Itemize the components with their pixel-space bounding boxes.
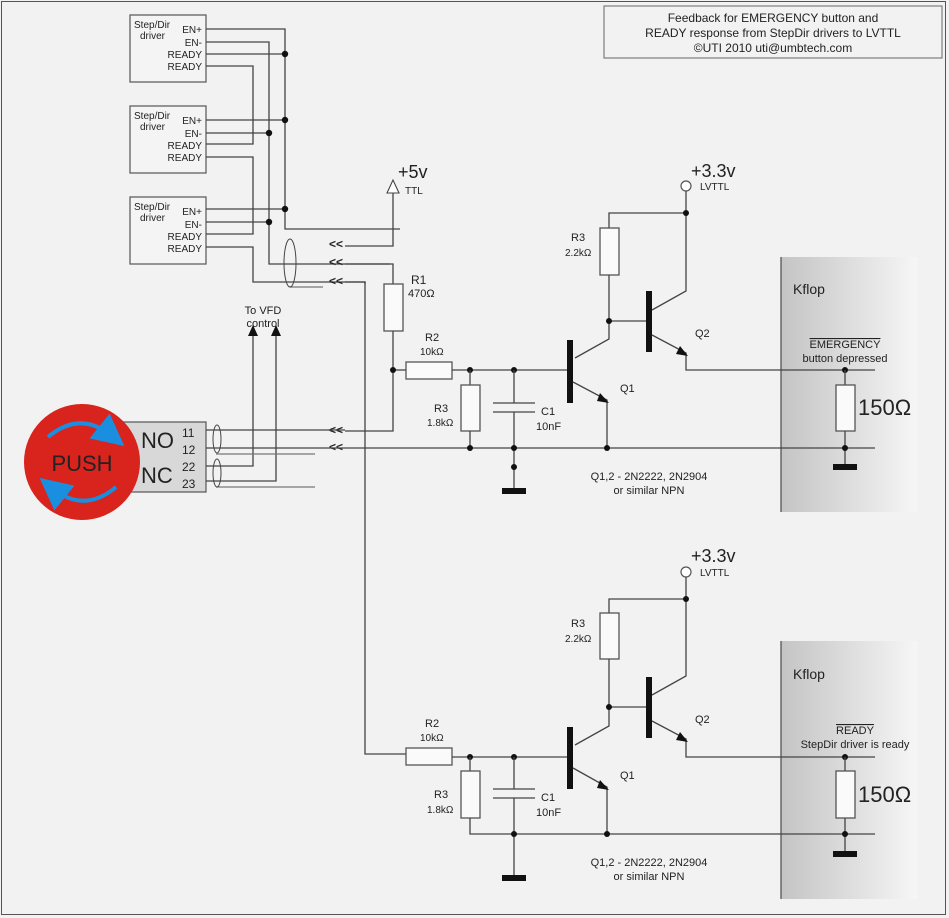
supply-voltage: +3.3v	[691, 546, 736, 566]
pin-label: READY	[168, 50, 203, 61]
c1-value: 10nF	[536, 421, 561, 433]
r2-value: 10kΩ	[420, 733, 444, 744]
resistor-r1: R1 470Ω	[345, 263, 435, 432]
driver-name: driver	[140, 122, 166, 133]
kflop-signal-desc: button depressed	[802, 353, 887, 365]
ground-icon	[502, 488, 526, 494]
c1-name: C1	[541, 406, 555, 418]
svg-text:<<: <<	[329, 440, 343, 454]
pin-12: 12	[182, 443, 196, 457]
driver-name: Step/Dir	[134, 202, 171, 213]
supply-5v: +5v TTL	[345, 162, 428, 247]
driver-name: Step/Dir	[134, 20, 171, 31]
supply-voltage: +3.3v	[691, 161, 736, 181]
connector-chevrons: << << << << <<	[329, 237, 343, 454]
svg-text:<<: <<	[329, 237, 343, 251]
q1-label: Q1	[620, 770, 635, 782]
c1-name: C1	[541, 792, 555, 804]
title-line-3: ©UTI 2010 uti@umbtech.com	[694, 41, 852, 55]
pin-label: EN-	[185, 220, 202, 231]
driver-name: driver	[140, 213, 166, 224]
title-line-1: Feedback for EMERGENCY button and	[668, 11, 879, 25]
kflop-signal: EMERGENCY	[810, 339, 882, 351]
pin-label: EN-	[185, 38, 202, 49]
transistor-note: or similar NPN	[614, 871, 685, 883]
q2-base-bar	[646, 677, 652, 738]
no-label: NO	[141, 428, 174, 453]
rotate-arrow-icon	[39, 477, 118, 511]
driver-bus-wiring	[206, 28, 400, 288]
kflop-resistor-value: 150Ω	[858, 395, 911, 420]
r3-top-name: R3	[571, 618, 585, 630]
q1-label: Q1	[620, 383, 635, 395]
emergency-push-button[interactable]: PUSH NO NC 11 12 22 23	[24, 404, 207, 520]
r2-name: R2	[425, 332, 439, 344]
r1-value: 470Ω	[408, 288, 435, 300]
ready-feedback-wire	[345, 281, 406, 755]
q2-label: Q2	[695, 328, 710, 340]
r2-name: R2	[425, 718, 439, 730]
vfd-label-line-2: control	[246, 318, 279, 330]
q2-label: Q2	[695, 714, 710, 726]
kflop-signal: READY	[836, 725, 875, 737]
transistor-note: or similar NPN	[614, 485, 685, 497]
stepdir-driver-1: Step/Dir driver EN+ EN- READY READY	[129, 14, 207, 83]
r3-bottom-name: R3	[434, 403, 448, 415]
pin-label: READY	[168, 62, 203, 73]
r3-top-value: 2.2kΩ	[565, 634, 592, 645]
c1-value: 10nF	[536, 807, 561, 819]
stepdir-driver-3: Step/Dir driver EN+ EN- READY READY	[129, 196, 207, 265]
supply-type: LVTTL	[700, 568, 730, 579]
q2-base-bar	[646, 291, 652, 352]
supply-5v-type: TTL	[405, 186, 423, 197]
pin-label: READY	[168, 244, 203, 255]
ground-icon	[502, 875, 526, 881]
rotate-arrow-icon	[46, 413, 125, 447]
r3-top-name: R3	[571, 232, 585, 244]
pin-11: 11	[182, 426, 195, 440]
ground-icon	[833, 851, 857, 857]
r2-value: 10kΩ	[420, 347, 444, 358]
r3-bottom-name: R3	[434, 789, 448, 801]
q1-base-bar	[567, 727, 573, 789]
driver-name: Step/Dir	[134, 111, 171, 122]
q1-base-bar	[567, 340, 573, 403]
circuit-ready: +3.3v LVTTL R3 2.2kΩ Q2 R2 10kΩ Q1 R3 1.…	[405, 546, 911, 883]
pin-label: EN+	[182, 25, 202, 36]
svg-text:<<: <<	[329, 274, 343, 288]
stepdir-driver-2: Step/Dir driver EN+ EN- READY READY	[129, 105, 207, 174]
transistor-note: Q1,2 - 2N2222, 2N2904	[591, 471, 708, 483]
svg-text:<<: <<	[329, 255, 343, 269]
title-box: Feedback for EMERGENCY button and READY …	[603, 5, 943, 59]
pin-label: READY	[168, 232, 203, 243]
push-button-wiring: To VFD control	[206, 305, 875, 488]
pin-label: READY	[168, 153, 203, 164]
circuit-emergency: +3.3v LVTTL R3 2.2kΩ Q2 R2 10kΩ Q1 R3 1.…	[390, 161, 911, 497]
nc-label: NC	[141, 463, 173, 488]
r1-name: R1	[411, 273, 427, 287]
kflop-title: Kflop	[793, 666, 825, 682]
pin-label: EN-	[185, 129, 202, 140]
driver-name: driver	[140, 31, 166, 42]
pin-23: 23	[182, 477, 196, 491]
supply-5v-voltage: +5v	[398, 162, 428, 182]
pin-label: READY	[168, 141, 203, 152]
pin-label: EN+	[182, 116, 202, 127]
supply-type: LVTTL	[700, 182, 730, 193]
push-label: PUSH	[51, 451, 112, 476]
kflop-signal-desc: StepDir driver is ready	[801, 739, 910, 751]
transistor-note: Q1,2 - 2N2222, 2N2904	[591, 857, 708, 869]
kflop-resistor-value: 150Ω	[858, 782, 911, 807]
kflop-title: Kflop	[793, 281, 825, 297]
ground-icon	[833, 464, 857, 470]
title-line-2: READY response from StepDir drivers to L…	[645, 26, 901, 40]
vfd-label-line-1: To VFD	[245, 305, 282, 317]
pin-22: 22	[182, 460, 196, 474]
kflop-panel-2: Kflop	[780, 641, 917, 899]
r3-bottom-value: 1.8kΩ	[427, 418, 454, 429]
r3-top-value: 2.2kΩ	[565, 248, 592, 259]
pin-label: EN+	[182, 207, 202, 218]
r3-bottom-value: 1.8kΩ	[427, 805, 454, 816]
